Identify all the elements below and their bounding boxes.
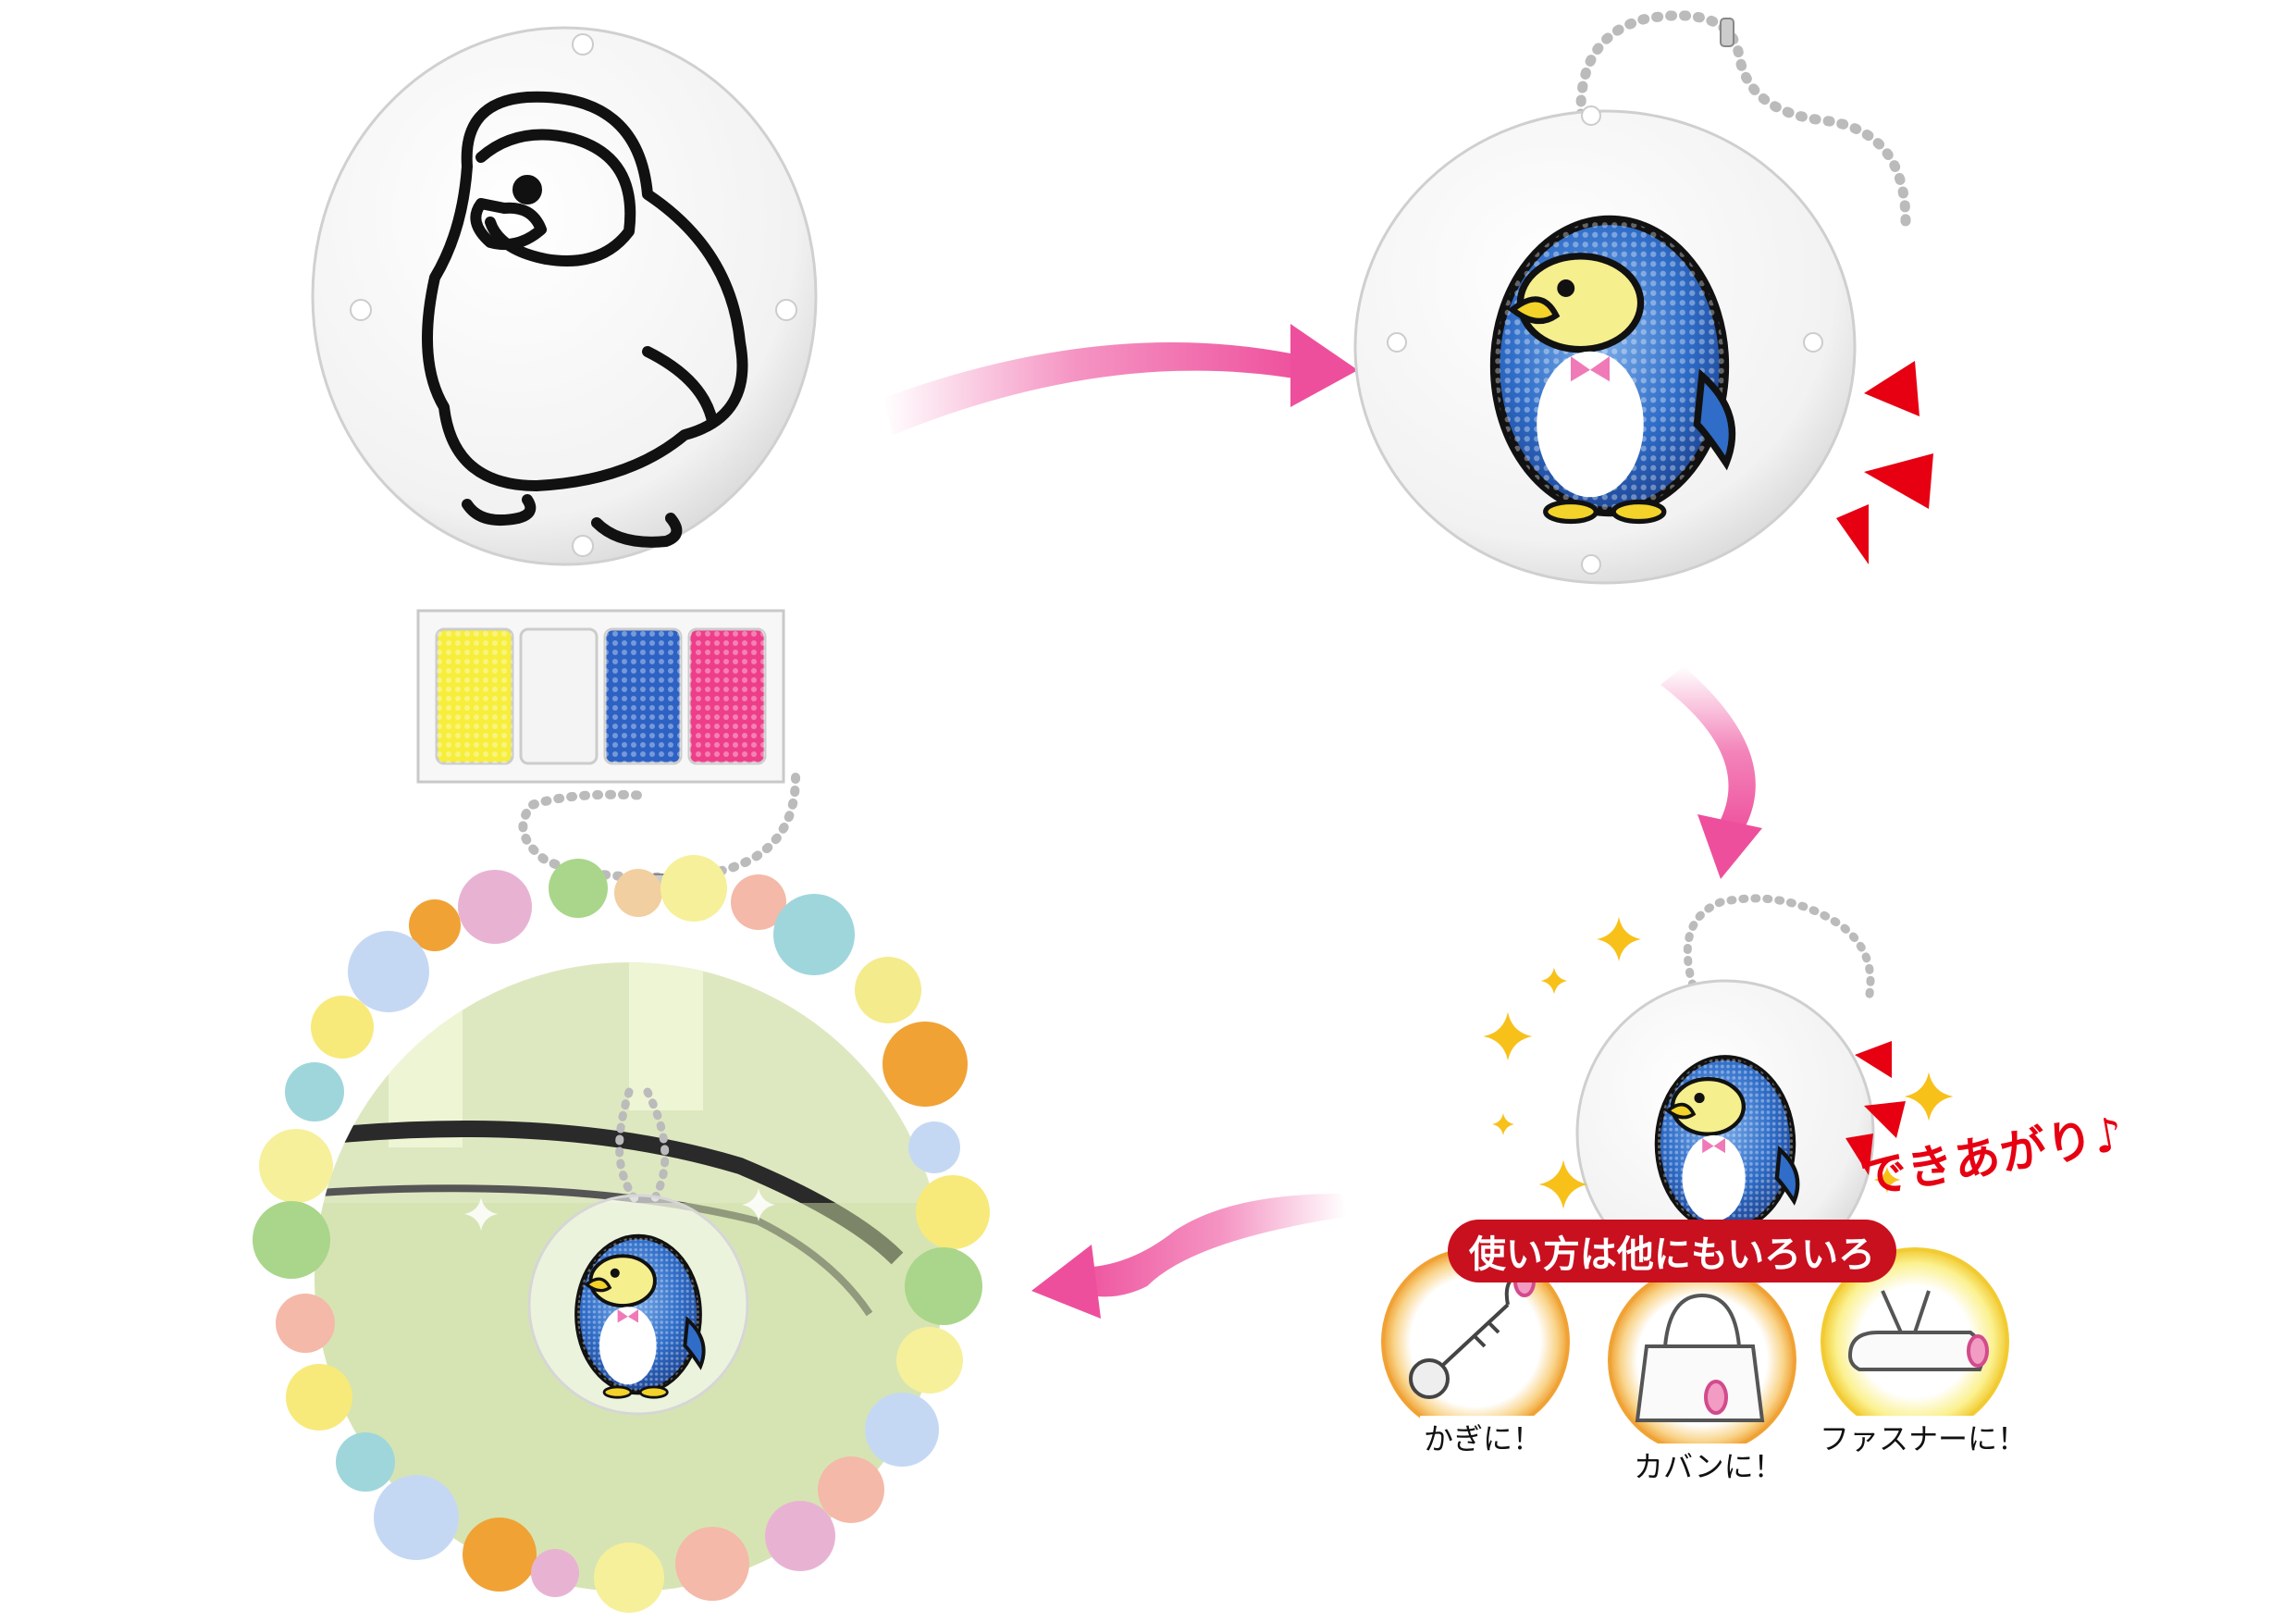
step1-outline-disc bbox=[311, 26, 818, 566]
step2-beaded-disc bbox=[1353, 10, 1911, 585]
bead-packets bbox=[416, 609, 785, 784]
ball-chain-icon bbox=[1683, 894, 1875, 1004]
emphasis-marks-icon bbox=[1836, 361, 1933, 564]
use-label-pencil-case: ファスナーに！ bbox=[1816, 1416, 2031, 1458]
use-bag bbox=[1608, 1266, 1796, 1455]
use-pencil-case bbox=[1821, 1247, 2009, 1436]
scene-bubble-frame bbox=[253, 855, 990, 1613]
emphasis-marks-icon bbox=[1845, 1041, 1906, 1175]
use-label-bag: カバンに！ bbox=[1630, 1443, 1787, 1486]
bag-icon bbox=[1635, 1293, 1765, 1422]
arrow-left-icon bbox=[1031, 1194, 1346, 1319]
pencil-case-icon bbox=[1847, 1290, 1989, 1371]
arrow-right-icon bbox=[883, 324, 1358, 435]
penguin-outline-icon bbox=[422, 91, 748, 548]
step3-finished-disc bbox=[1483, 894, 1954, 1288]
ball-chain-icon bbox=[615, 1087, 670, 1208]
use-label-key: かぎに！ bbox=[1420, 1416, 1547, 1458]
ball-chain-icon bbox=[1575, 10, 1911, 228]
arrow-down-icon bbox=[1660, 666, 1762, 879]
uses-banner: 使い方は他にもいろいろ bbox=[1448, 1220, 1896, 1282]
sparkle-icon bbox=[464, 1188, 775, 1231]
